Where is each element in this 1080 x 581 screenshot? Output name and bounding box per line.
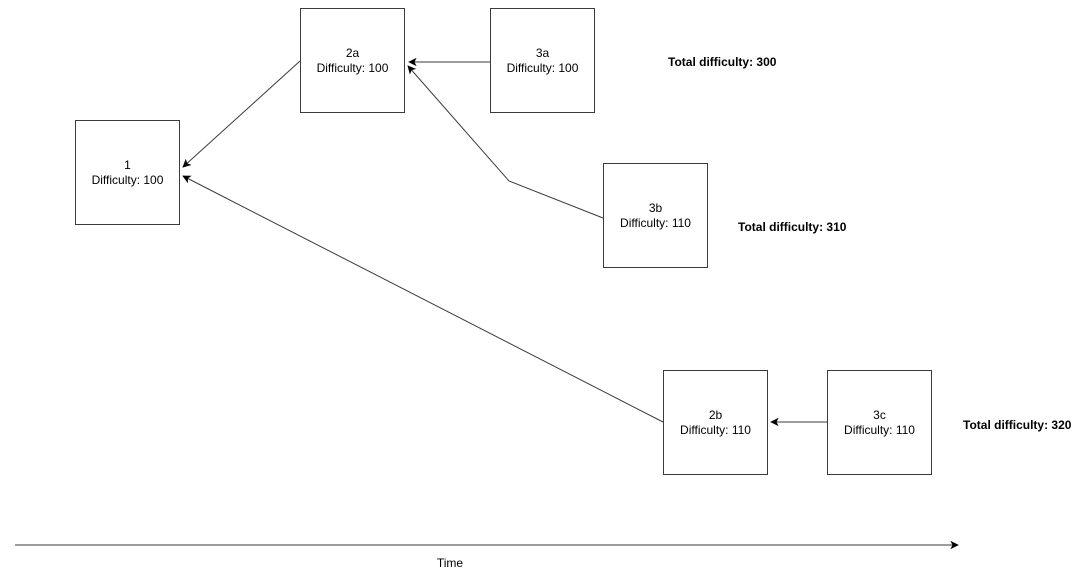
block-difficulty-label: Difficulty: 110 <box>680 422 751 437</box>
block-node-2a: 2a Difficulty: 100 <box>300 8 405 113</box>
block-node-1: 1 Difficulty: 100 <box>75 120 180 225</box>
edge-2a-to-1-arrow <box>182 60 301 168</box>
block-id-label: 3b <box>648 200 663 215</box>
block-node-3b: 3b Difficulty: 110 <box>603 163 708 268</box>
block-id-label: 2a <box>345 45 360 60</box>
block-node-2b: 2b Difficulty: 110 <box>663 370 768 475</box>
block-difficulty-label: Difficulty: 110 <box>620 215 691 230</box>
block-id-label: 1 <box>124 157 131 172</box>
time-axis-label: Time <box>436 556 464 570</box>
block-id-label: 2b <box>708 407 723 422</box>
total-difficulty-annotation-320: Total difficulty: 320 <box>963 418 1072 432</box>
block-difficulty-label: Difficulty: 100 <box>316 60 389 75</box>
block-difficulty-label: Difficulty: 100 <box>506 60 579 75</box>
total-difficulty-annotation-310: Total difficulty: 310 <box>738 220 847 234</box>
block-id-label: 3a <box>535 45 550 60</box>
block-node-3c: 3c Difficulty: 110 <box>827 370 932 475</box>
total-difficulty-annotation-300: Total difficulty: 300 <box>668 55 777 69</box>
block-difficulty-label: Difficulty: 100 <box>91 172 164 187</box>
edge-2b-to-1-arrow <box>182 175 664 423</box>
block-id-label: 3c <box>873 407 886 422</box>
block-node-3a: 3a Difficulty: 100 <box>490 8 595 113</box>
block-difficulty-label: Difficulty: 110 <box>844 422 915 437</box>
